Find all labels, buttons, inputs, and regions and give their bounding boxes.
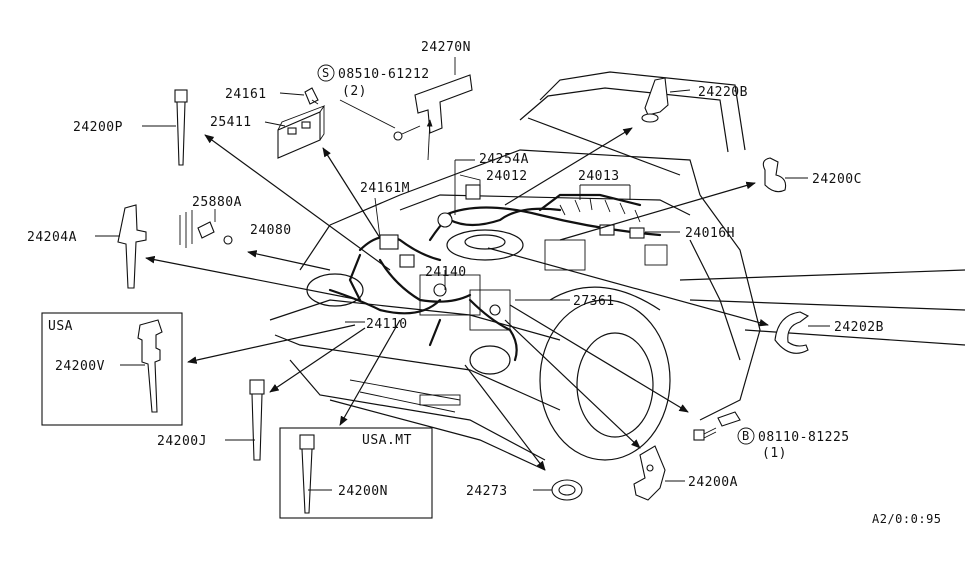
label-24254A: 24254A xyxy=(479,152,529,167)
usa-mt-variant-box xyxy=(279,427,433,519)
usa-variant-box xyxy=(41,312,183,426)
footer-code: A2/0:0:95 xyxy=(872,512,942,526)
vehicle-illustration xyxy=(269,71,966,471)
clip-24204A-icon xyxy=(117,204,147,289)
label-usa-box-title: USA xyxy=(48,319,73,334)
label-25880A: 25880A xyxy=(192,195,242,210)
label-24204A: 24204A xyxy=(27,230,77,245)
svg-text:B: B xyxy=(742,429,750,443)
label-24012: 24012 xyxy=(486,169,528,184)
b-symbol: B xyxy=(737,427,755,445)
label-24200J: 24200J xyxy=(157,434,207,449)
bolt-08110-icon xyxy=(693,411,741,441)
s-symbol: S xyxy=(317,64,335,82)
grommet-24273-icon xyxy=(551,479,583,501)
label-usa-mt-box-title: USA.MT xyxy=(362,433,412,448)
clip-24200C-icon xyxy=(762,157,787,193)
label-08510-qty: (2) xyxy=(342,84,367,99)
relay-icon xyxy=(277,105,326,159)
tie-strap-24200N-icon xyxy=(299,434,315,514)
label-08510-61212: 08510-61212 xyxy=(338,67,430,82)
label-24016H: 24016H xyxy=(685,226,735,241)
connector-24161-icon xyxy=(304,87,319,105)
label-24273: 24273 xyxy=(466,484,508,499)
label-24110: 24110 xyxy=(366,317,408,332)
clip-24200A-icon xyxy=(633,445,666,501)
label-24161M: 24161M xyxy=(360,181,410,196)
label-08110-qty: (1) xyxy=(762,446,787,461)
label-24200C: 24200C xyxy=(812,172,862,187)
clip-24202B-icon xyxy=(774,311,810,354)
tie-strap-24200V-icon xyxy=(137,319,163,413)
clip-24220B-icon xyxy=(641,77,669,123)
label-24220B: 24220B xyxy=(698,85,748,100)
label-24140: 24140 xyxy=(425,265,467,280)
label-24270N: 24270N xyxy=(421,40,471,55)
label-24200N: 24200N xyxy=(338,484,388,499)
label-24013: 24013 xyxy=(578,169,620,184)
label-24200P: 24200P xyxy=(73,120,123,135)
svg-text:S: S xyxy=(322,66,330,80)
label-24080: 24080 xyxy=(250,223,292,238)
label-08110-81225: 08110-81225 xyxy=(758,430,850,445)
label-27361: 27361 xyxy=(573,294,615,309)
label-24202B: 24202B xyxy=(834,320,884,335)
bracket-24270N-icon xyxy=(393,74,473,141)
tie-strap-24200P-icon xyxy=(174,89,188,166)
label-24200A: 24200A xyxy=(688,475,738,490)
wiring-harness xyxy=(328,184,662,362)
label-24161: 24161 xyxy=(225,87,267,102)
label-24200V: 24200V xyxy=(55,359,105,374)
tie-strap-24200J-icon xyxy=(249,379,265,461)
leader-lines xyxy=(95,57,830,491)
label-25411: 25411 xyxy=(210,115,252,130)
bracket-25880A-icon xyxy=(179,210,233,248)
